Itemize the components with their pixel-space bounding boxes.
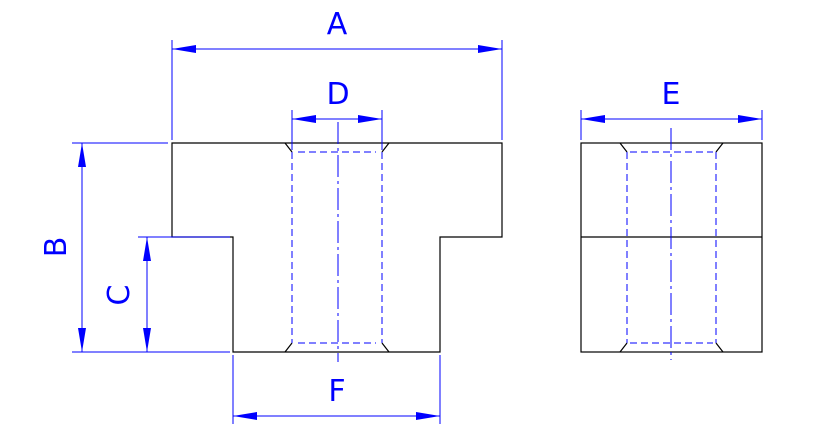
front-view-hidden-bore	[284, 142, 390, 353]
side-view	[580, 128, 763, 360]
side-view-hidden-bore	[619, 142, 724, 353]
front-view	[171, 122, 503, 362]
dimension-a-label: A	[327, 7, 348, 42]
dimension-c: C	[102, 236, 230, 352]
dimension-a: A	[171, 7, 503, 140]
dimension-d-label: D	[326, 77, 349, 112]
dimension-e-label: E	[662, 77, 681, 112]
dimension-f: F	[232, 355, 441, 424]
dimension-f-label: F	[328, 374, 345, 409]
front-view-outline	[171, 142, 503, 353]
dimension-e: E	[580, 77, 763, 140]
dimension-d: D	[291, 77, 383, 150]
dimension-b: B	[39, 142, 230, 353]
dimension-c-label: C	[102, 285, 137, 306]
dimension-b-label: B	[39, 237, 74, 258]
